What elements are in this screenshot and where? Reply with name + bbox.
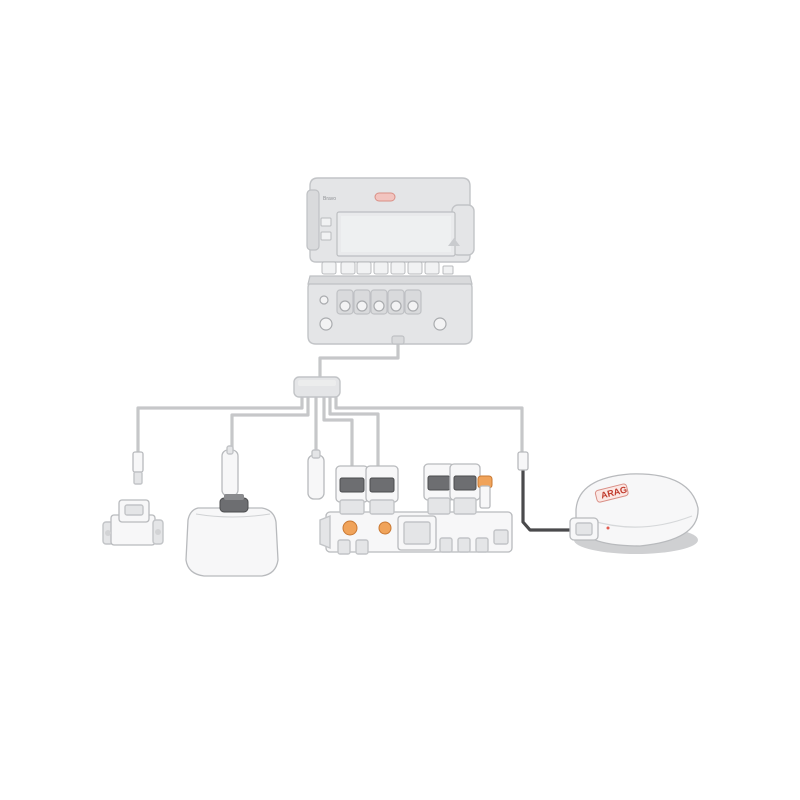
cable-gps-dark (521, 468, 574, 532)
switch-master (319, 295, 329, 305)
cable-network (132, 336, 574, 532)
monitor-button-2 (340, 261, 356, 275)
valve-adjuster-2 (378, 521, 392, 535)
monitor-icon-right (448, 238, 460, 246)
valve-motor-group-left (335, 465, 399, 515)
monitor-button-6 (407, 261, 423, 275)
gps-antenna: ARAG (569, 473, 699, 554)
pressure-sensor (307, 449, 325, 500)
gps-connector (517, 451, 529, 471)
monitor-switches (319, 289, 447, 331)
monitor-icon-2 (320, 231, 332, 241)
valve-bracket (319, 514, 331, 550)
monitor-logo-badge (374, 192, 396, 202)
junction-box (293, 376, 341, 398)
cable-to-valve-2 (328, 393, 380, 472)
monitor-bracket-left (306, 189, 320, 251)
monitor-icon-1 (320, 217, 332, 227)
valve-motor-group-right (423, 463, 481, 515)
control-unit: Bravo (306, 177, 475, 345)
tank (185, 445, 279, 577)
cable-to-valve-1 (322, 393, 354, 472)
monitor-button-row (321, 261, 454, 275)
cable-to-gps (334, 393, 524, 457)
monitor-button-5 (390, 261, 406, 275)
monitor-button-8 (442, 265, 454, 275)
cable-to-tank-sensor (230, 393, 310, 452)
switch-main (319, 317, 333, 331)
tank-lid (219, 497, 249, 513)
monitor-button-7 (424, 261, 440, 275)
cable-monitor-to-box (318, 336, 400, 380)
monitor-button-4 (373, 261, 389, 275)
valve-block (319, 463, 513, 555)
flow-meter-plug (133, 471, 143, 485)
valve-adjuster-1 (342, 520, 358, 536)
flow-meter-connector (132, 451, 144, 473)
monitor-button-3 (356, 261, 372, 275)
monitor-button-1 (321, 261, 337, 275)
valve-fittings (337, 529, 509, 555)
gps-status-led (606, 526, 610, 530)
monitor-cable-outlet (391, 335, 405, 345)
tank-level-probe (221, 449, 239, 497)
flow-meter (102, 499, 164, 546)
monitor-brand-label: Bravo (323, 196, 336, 202)
tank-body (185, 507, 279, 577)
cable-to-flow-meter (136, 393, 304, 454)
switch-pressure (433, 317, 447, 331)
